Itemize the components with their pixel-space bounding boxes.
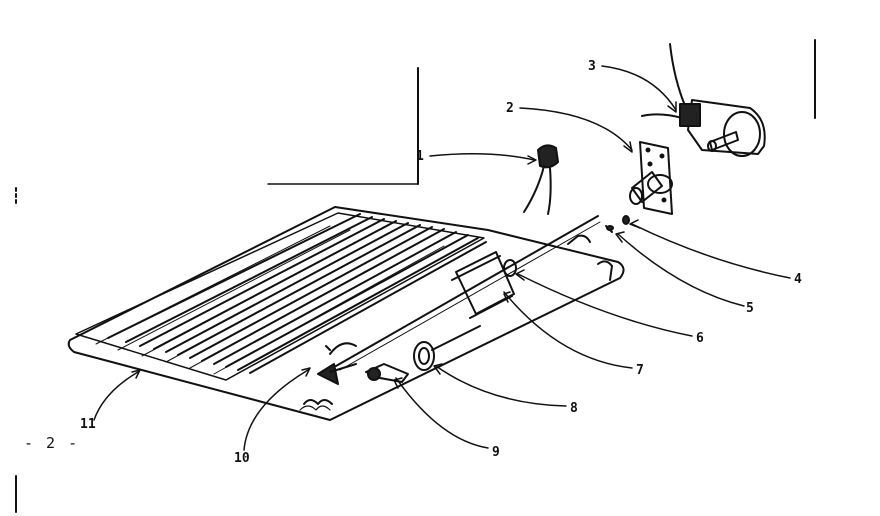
- callout-2: 2: [506, 101, 514, 116]
- callout-4: 4: [794, 272, 802, 287]
- thumbscrew: [605, 225, 614, 233]
- page-number: - 2 -: [24, 434, 80, 452]
- rotisserie-motor: [641, 43, 766, 157]
- callout-11: 11: [80, 417, 96, 432]
- callout-8: 8: [570, 401, 578, 416]
- callout-10: 10: [234, 451, 250, 466]
- callout-6: 6: [696, 331, 704, 346]
- callout-7: 7: [636, 363, 644, 378]
- scan-marks: [15, 39, 816, 513]
- callout-labels: 1 2 3 4 5 6 7 8 9 10 11: [80, 59, 802, 466]
- oven-rack: [67, 206, 625, 421]
- washer: [622, 215, 630, 225]
- callout-1: 1: [416, 149, 424, 164]
- callout-5: 5: [746, 301, 754, 316]
- callout-9: 9: [492, 445, 500, 460]
- spit-rod: [335, 215, 601, 371]
- leader-lines: [93, 65, 791, 451]
- plug: [523, 144, 559, 215]
- fork-collar: [413, 325, 481, 371]
- spit-forks: [451, 251, 515, 319]
- end-knob: [317, 345, 357, 385]
- spit-handle: [329, 342, 409, 383]
- mounting-bracket: [629, 141, 673, 215]
- callout-3: 3: [588, 59, 596, 74]
